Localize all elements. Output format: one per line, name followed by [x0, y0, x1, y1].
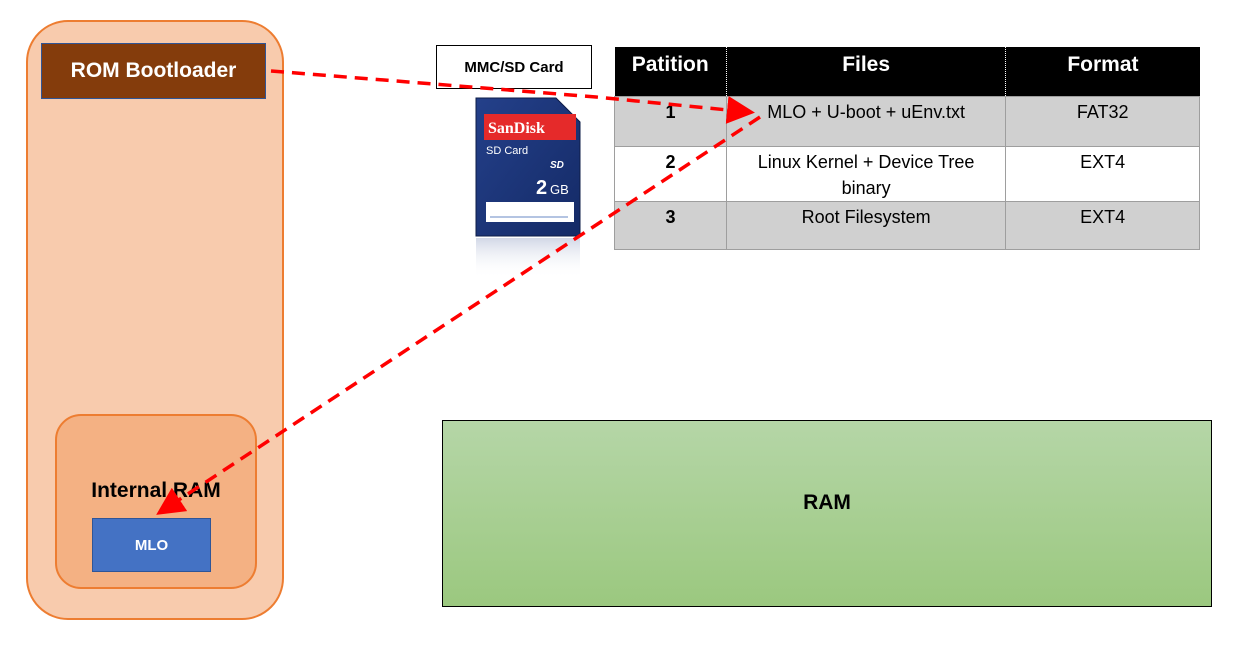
table-row: 2 Linux Kernel + Device Tree binary EXT4 [614, 145, 1200, 202]
table-header-row: Patition Files Format [614, 47, 1200, 96]
partition-number: 2 [614, 145, 727, 202]
partition-format: EXT4 [1005, 145, 1200, 202]
sd-capacity-unit: GB [550, 182, 569, 197]
partition-table: Patition Files Format 1 MLO + U-boot + u… [614, 47, 1200, 250]
mlo-box: MLO [92, 518, 211, 572]
partition-number: 3 [614, 200, 727, 250]
header-partition: Patition [614, 47, 727, 96]
table-row: 3 Root Filesystem EXT4 [614, 200, 1200, 250]
partition-number: 1 [614, 95, 727, 147]
mlo-label: MLO [134, 536, 169, 554]
partition-files: MLO + U-boot + uEnv.txt [725, 95, 1007, 147]
partition-format: EXT4 [1005, 200, 1200, 250]
rom-bootloader-box: ROM Bootloader [41, 43, 266, 99]
partition-files: Linux Kernel + Device Tree binary [725, 145, 1007, 202]
header-files: Files [725, 47, 1007, 96]
table-row: 1 MLO + U-boot + uEnv.txt FAT32 [614, 95, 1200, 147]
mmc-sd-card-label-box: MMC/SD Card [436, 45, 592, 89]
mmc-sd-card-label: MMC/SD Card [464, 58, 564, 76]
sd-capacity-text: 2 [536, 177, 547, 199]
sd-brand-text: SanDisk [488, 120, 545, 137]
partition-format: FAT32 [1005, 95, 1200, 147]
rom-bootloader-label: ROM Bootloader [70, 59, 237, 82]
ram-label: RAM [803, 490, 851, 514]
ram-box: RAM [442, 420, 1212, 607]
sd-logo-text: SD [550, 160, 564, 171]
partition-files: Root Filesystem [725, 200, 1007, 250]
sd-type-text: SD Card [486, 145, 528, 157]
header-format: Format [1005, 47, 1200, 96]
sd-card-icon: SanDisk SD Card SD 2 GB [475, 97, 581, 278]
internal-ram-label: Internal RAM [91, 479, 221, 502]
